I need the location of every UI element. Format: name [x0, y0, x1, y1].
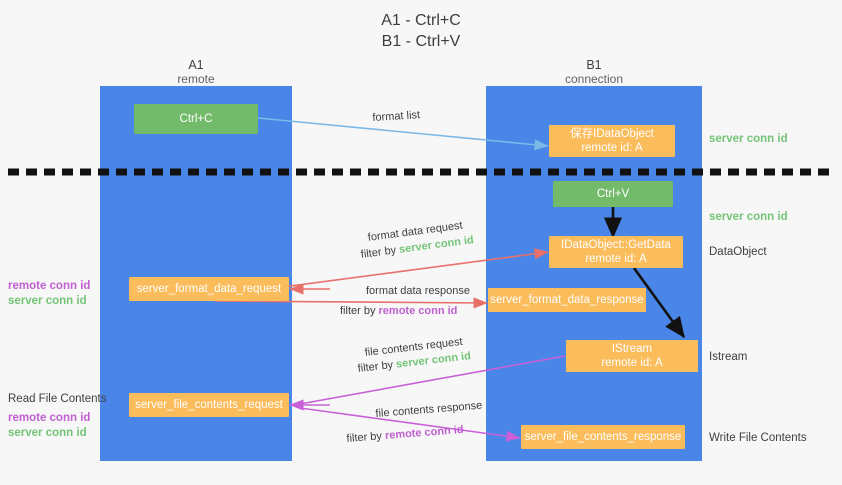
right-label-server-conn-id-second: server conn id [709, 211, 788, 223]
title-line-1: A1 - Ctrl+C [381, 12, 461, 29]
box-server-file-contents-request-label: server_file_contents_request [135, 399, 283, 411]
edge-label-filter-by-remote-conn-id-file: filter by remote conn id [346, 423, 465, 445]
box-idataobject-getdata-label: IDataObject::GetData [561, 239, 671, 251]
edge-label-filter-by-remote-conn-id-format: filter by remote conn id [340, 305, 458, 317]
box-istream[interactable]: IStream remote id: A [566, 340, 698, 372]
box-ctrl-c-label: Ctrl+C [179, 113, 213, 125]
right-label-istream: Istream [709, 351, 748, 363]
box-server-format-data-request[interactable]: server_format_data_request [129, 277, 289, 301]
box-server-format-data-response[interactable]: server_format_data_response [488, 288, 646, 312]
box-istream-remote-id: remote id: A [601, 357, 663, 369]
lane-header-a1: A1 remote [100, 58, 292, 86]
box-save-idataobject[interactable]: 保存IDataObject remote id: A [549, 125, 675, 157]
left-label-read-file-contents: Read File Contents [8, 393, 107, 405]
box-idataobject-getdata-remote-id: remote id: A [585, 253, 647, 265]
edge-label-format-data-response: format data response [366, 285, 470, 297]
left-label-bottom-server-conn-id: server conn id [8, 427, 87, 439]
right-label-write-file-contents: Write File Contents [709, 432, 807, 444]
left-label-bottom-remote-conn-id: remote conn id [8, 412, 91, 424]
right-label-server-conn-id-top: server conn id [709, 133, 788, 145]
right-label-dataobject: DataObject [709, 246, 767, 258]
left-label-group-middle: remote conn id server conn id [8, 279, 90, 309]
left-label-group-bottom: Read File Contents remote conn id server… [8, 392, 106, 441]
left-label-middle-server-conn-id: server conn id [8, 295, 87, 307]
box-save-idataobject-label: 保存IDataObject [570, 128, 654, 140]
lane-b1-title: B1 [586, 58, 602, 72]
edge-label-file-contents-response: file contents response [375, 399, 483, 420]
box-istream-label: IStream [611, 343, 653, 355]
lane-a1-title: A1 [188, 58, 204, 72]
box-server-file-contents-response-label: server_file_contents_response [524, 431, 682, 443]
box-ctrl-c[interactable]: Ctrl+C [134, 104, 258, 134]
box-ctrl-v-label: Ctrl+V [596, 188, 630, 200]
box-save-idataobject-remote-id: remote id: A [581, 142, 643, 154]
lane-header-b1: B1 connection [486, 58, 702, 86]
box-server-file-contents-request[interactable]: server_file_contents_request [129, 393, 289, 417]
lane-b1-subtitle: connection [564, 72, 624, 86]
box-server-file-contents-response[interactable]: server_file_contents_response [521, 425, 685, 449]
page-title: A1 - Ctrl+C B1 - Ctrl+V [0, 10, 842, 52]
title-line-2: B1 - Ctrl+V [381, 33, 461, 50]
left-label-middle-remote-conn-id: remote conn id [8, 280, 91, 292]
lane-a1-subtitle: remote [177, 72, 215, 86]
edge-label-format-list: format list [372, 109, 421, 124]
box-server-format-data-request-label: server_format_data_request [136, 283, 282, 295]
box-ctrl-v[interactable]: Ctrl+V [553, 181, 673, 207]
box-idataobject-getdata[interactable]: IDataObject::GetData remote id: A [549, 236, 683, 268]
box-server-format-data-response-label: server_format_data_response [490, 294, 644, 306]
